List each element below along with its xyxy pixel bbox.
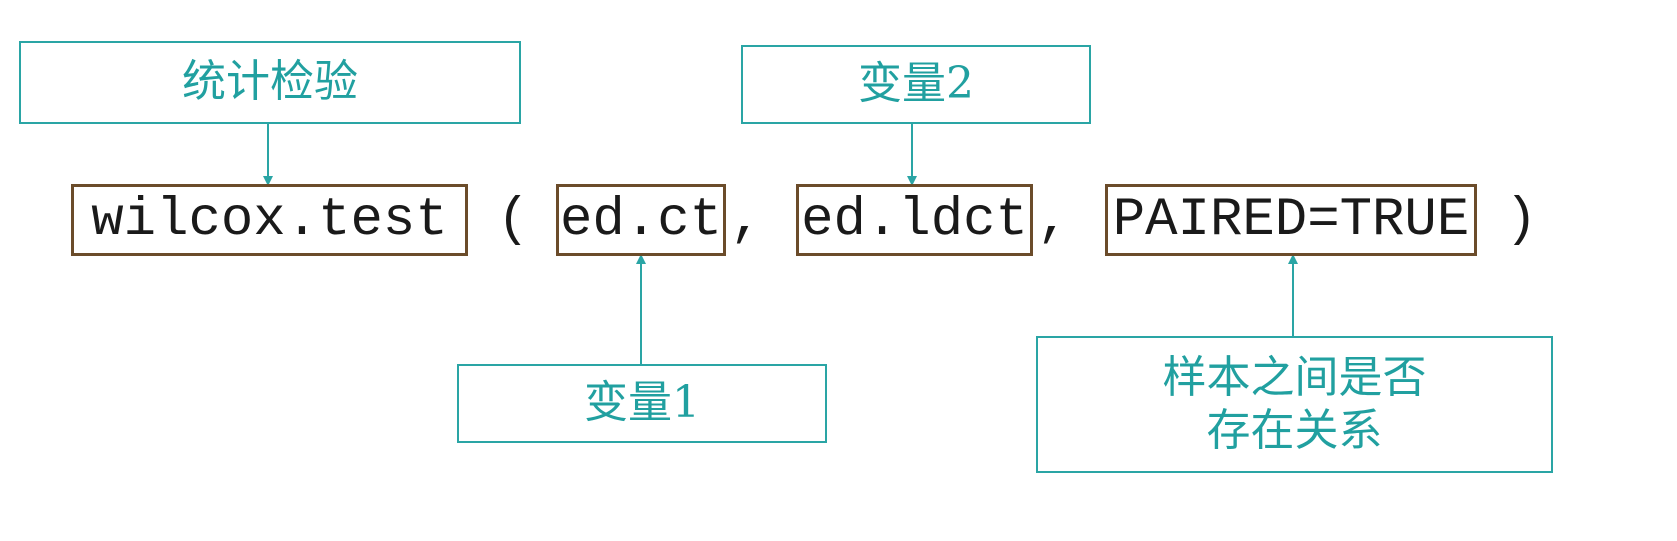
arg2-box: ed.ldct	[796, 184, 1033, 256]
paired-text-line2: 存在关系	[1206, 404, 1383, 456]
function-name: wilcox.test	[91, 189, 448, 251]
arg1-box: ed.ct	[556, 184, 726, 256]
arg2-text: ed.ldct	[801, 189, 1028, 251]
comma1: ,	[730, 190, 763, 251]
variable2-label: 变量2	[741, 45, 1091, 124]
close-paren: )	[1505, 190, 1538, 251]
paired-label: 样本之间是否 存在关系	[1036, 336, 1553, 473]
variable1-text: 变量1	[584, 377, 700, 429]
statistical-test-label: 统计检验	[19, 41, 521, 124]
arg3-text: PAIRED=TRUE	[1112, 189, 1470, 251]
function-box: wilcox.test	[71, 184, 468, 256]
variable1-label: 变量1	[457, 364, 827, 443]
statistical-test-text: 统计检验	[182, 56, 358, 108]
comma2: ,	[1037, 190, 1070, 251]
arg1-text: ed.ct	[559, 189, 723, 251]
paired-text-line1: 样本之间是否	[1162, 351, 1427, 403]
variable2-text: 变量2	[858, 58, 974, 110]
arg3-box: PAIRED=TRUE	[1105, 184, 1477, 256]
open-paren: (	[497, 190, 530, 251]
